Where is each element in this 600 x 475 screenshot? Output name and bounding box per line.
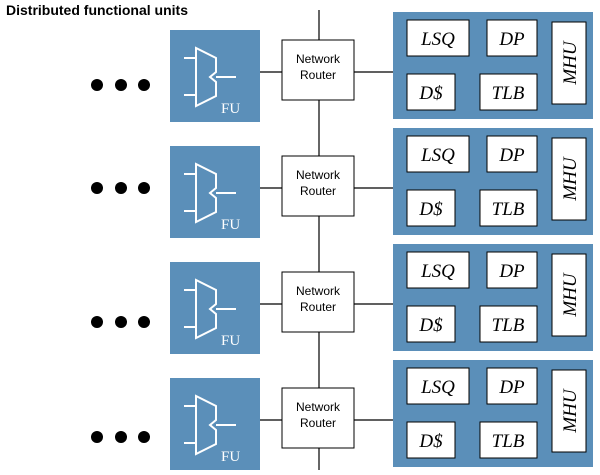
tlb-label: TLB <box>492 315 525 336</box>
alu-icon <box>184 394 236 456</box>
ellipsis-dot <box>91 431 103 443</box>
ellipsis-dot <box>115 431 127 443</box>
dp-box <box>486 367 538 405</box>
fu-label: FU <box>221 101 240 117</box>
lsq-box <box>406 135 470 173</box>
dcache-label: D$ <box>418 199 443 220</box>
network-router <box>281 387 355 449</box>
lsq-label: LSQ <box>420 29 455 50</box>
network-router <box>281 39 355 101</box>
ellipsis-dot <box>138 182 150 194</box>
dp-box <box>486 19 538 57</box>
lsq-box <box>406 19 470 57</box>
ellipsis-dot <box>91 316 103 328</box>
functional-unit-block <box>170 30 260 122</box>
dcache-box <box>406 305 456 343</box>
tlb-label: TLB <box>492 83 525 104</box>
diagram-title: Distributed functional units <box>6 2 188 18</box>
ellipsis-dot <box>115 316 127 328</box>
ellipsis-dot <box>91 182 103 194</box>
tlb-box <box>479 421 538 459</box>
dp-label: DP <box>498 261 525 282</box>
mhu-label: MHU <box>560 156 581 202</box>
mhu-label: MHU <box>560 388 581 434</box>
mhu-box <box>551 253 587 337</box>
tlb-label: TLB <box>492 431 525 452</box>
dp-label: DP <box>498 377 525 398</box>
alu-icon <box>184 162 236 224</box>
router-label-line1: Network <box>296 400 341 414</box>
mhu-box <box>551 137 587 221</box>
unit-row: FU Network Router LSQ DP D$ TLB MHU <box>91 360 593 470</box>
tlb-box <box>479 305 538 343</box>
dcache-box <box>406 189 456 227</box>
tlb-label: TLB <box>492 199 525 220</box>
dp-box <box>486 251 538 289</box>
dp-label: DP <box>498 145 525 166</box>
ellipsis-dot <box>115 79 127 91</box>
lsq-label: LSQ <box>420 377 455 398</box>
dp-box <box>486 135 538 173</box>
mhu-label: MHU <box>560 40 581 86</box>
lsq-box <box>406 251 470 289</box>
tlb-box <box>479 189 538 227</box>
dcache-box <box>406 421 456 459</box>
unit-row: FU Network Router LSQ DP D$ TLB MHU <box>91 244 593 354</box>
ellipsis-dot <box>138 316 150 328</box>
dcache-label: D$ <box>418 315 443 336</box>
alu-icon <box>184 278 236 340</box>
lsq-label: LSQ <box>420 261 455 282</box>
dcache-label: D$ <box>418 431 443 452</box>
functional-unit-block <box>170 378 260 470</box>
ellipsis-dot <box>138 431 150 443</box>
functional-unit-block <box>170 262 260 354</box>
router-label-line1: Network <box>296 284 341 298</box>
network-router <box>281 155 355 217</box>
lsq-label: LSQ <box>420 145 455 166</box>
ellipsis-dot <box>91 79 103 91</box>
router-label-line2: Router <box>300 184 336 198</box>
unit-row: FU Network Router LSQ DP D$ TLB MHU <box>91 128 593 238</box>
dcache-label: D$ <box>418 83 443 104</box>
network-router <box>281 271 355 333</box>
functional-unit-block <box>170 146 260 238</box>
alu-icon <box>184 46 236 108</box>
mhu-box <box>551 369 587 453</box>
router-label-line2: Router <box>300 68 336 82</box>
dcache-box <box>406 73 456 111</box>
router-label-line1: Network <box>296 52 341 66</box>
fu-label: FU <box>221 333 240 349</box>
mhu-label: MHU <box>560 272 581 318</box>
dp-label: DP <box>498 29 525 50</box>
ellipsis-dot <box>115 182 127 194</box>
unit-row: FU Network Router LSQ DP D$ TLB MHU <box>91 12 593 122</box>
tlb-box <box>479 73 538 111</box>
fu-label: FU <box>221 449 240 465</box>
router-label-line1: Network <box>296 168 341 182</box>
router-label-line2: Router <box>300 300 336 314</box>
lsq-box <box>406 367 470 405</box>
mhu-box <box>551 21 587 105</box>
ellipsis-dot <box>138 79 150 91</box>
fu-label: FU <box>221 217 240 233</box>
router-label-line2: Router <box>300 416 336 430</box>
